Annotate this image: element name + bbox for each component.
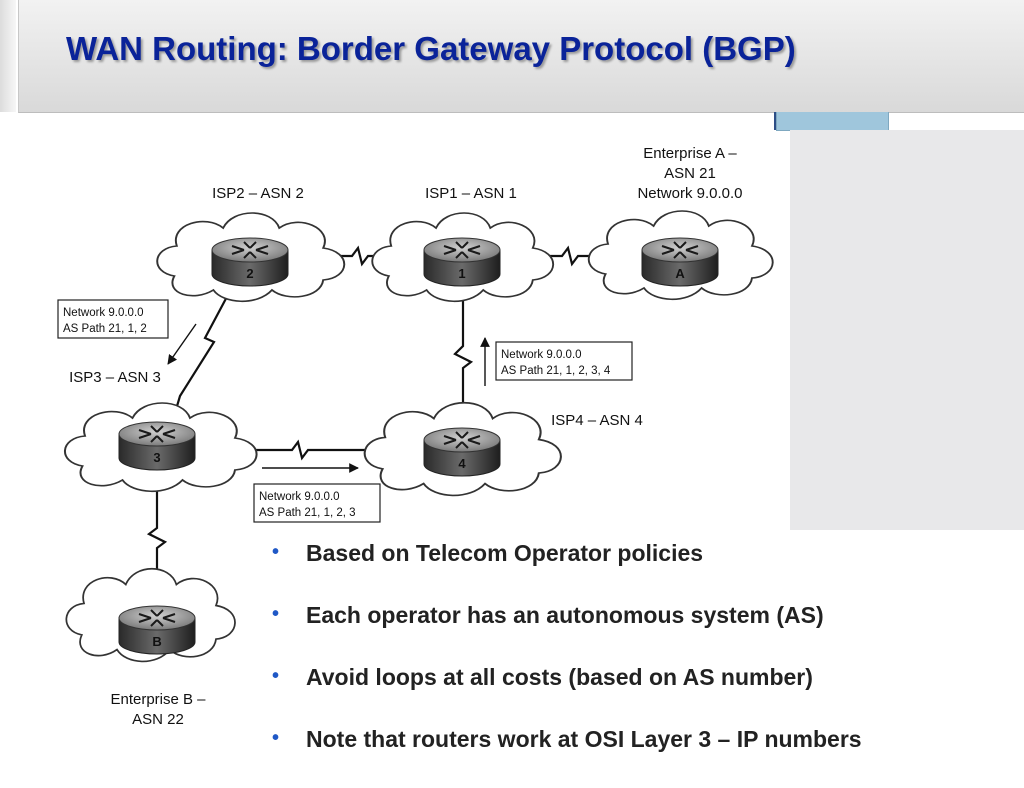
router-a-label: A (675, 266, 685, 281)
label-isp2: ISP2 – ASN 2 (212, 185, 304, 202)
bullet-item: • Each operator has an autonomous system … (272, 602, 1012, 664)
bgp-network-diagram: 2 1 A 3 4 B ISP2 – ASN 2 ISP1 – ASN 1 En… (57, 145, 774, 728)
callout-isp1-path: AS Path 21, 1, 2, 3, 4 (501, 365, 611, 377)
link-isp3-enterprise-b (146, 473, 168, 603)
callout-isp3-network: Network 9.0.0.0 (63, 307, 144, 319)
label-enterprise-b-line1: Enterprise B – (110, 691, 206, 708)
bullet-marker-icon: • (272, 665, 280, 687)
router-4-label: 4 (458, 456, 466, 471)
label-enterprise-a-line3: Network 9.0.0.0 (637, 185, 742, 202)
bullet-text: Based on Telecom Operator policies (306, 540, 704, 566)
bullet-marker-icon: • (272, 603, 280, 625)
label-isp4: ISP4 – ASN 4 (551, 412, 643, 429)
router-2: 2 (211, 237, 289, 287)
bullet-text: Avoid loops at all costs (based on AS nu… (306, 664, 813, 690)
bullet-item: • Based on Telecom Operator policies (272, 540, 1012, 602)
side-panel (790, 130, 1024, 530)
bullet-item: • Avoid loops at all costs (based on AS n… (272, 664, 1012, 726)
callout-path-isp4: Network 9.0.0.0 AS Path 21, 1, 2, 3 (253, 483, 381, 523)
router-3-label: 3 (153, 450, 160, 465)
slide-title: WAN Routing: Border Gateway Protocol (BG… (66, 30, 796, 67)
link-isp1-isp4 (453, 278, 474, 423)
router-4: 4 (423, 427, 501, 477)
callout-path-isp1: Network 9.0.0.0 AS Path 21, 1, 2, 3, 4 (495, 341, 633, 381)
callout-isp3-path: AS Path 21, 1, 2 (63, 323, 147, 335)
router-3: 3 (118, 421, 196, 471)
link-isp3-isp4 (195, 439, 425, 461)
bullet-text: Each operator has an autonomous system (… (306, 602, 824, 628)
router-a: A (641, 237, 719, 287)
arrow-isp2-to-isp3 (167, 323, 197, 365)
label-enterprise-a-line2: ASN 21 (664, 165, 716, 182)
bullet-item: • Note that routers work at OSI Layer 3 –… (272, 726, 1012, 788)
label-enterprise-b-line2: ASN 22 (132, 711, 184, 728)
router-2-label: 2 (246, 266, 253, 281)
router-b: B (118, 605, 196, 655)
label-isp1: ISP1 – ASN 1 (425, 185, 517, 202)
router-1: 1 (423, 237, 501, 287)
bullet-text: Note that routers work at OSI Layer 3 – … (306, 726, 862, 752)
label-isp3: ISP3 – ASN 3 (69, 369, 161, 386)
router-b-label: B (152, 634, 161, 649)
bullet-marker-icon: • (272, 541, 280, 563)
bullet-list: • Based on Telecom Operator policies • Eac… (272, 540, 1012, 788)
label-enterprise-a-line1: Enterprise A – (643, 145, 737, 162)
callout-isp4-path: AS Path 21, 1, 2, 3 (259, 507, 356, 519)
title-bar-edge (0, 0, 16, 112)
bullet-marker-icon: • (272, 727, 280, 749)
accent-strip (774, 112, 777, 130)
router-1-label: 1 (458, 266, 465, 281)
callout-isp4-network: Network 9.0.0.0 (259, 491, 340, 503)
callout-path-isp3: Network 9.0.0.0 AS Path 21, 1, 2 (57, 299, 169, 339)
callout-isp1-network: Network 9.0.0.0 (501, 349, 582, 361)
accent-tab (776, 112, 889, 131)
title-bar (18, 0, 1024, 113)
